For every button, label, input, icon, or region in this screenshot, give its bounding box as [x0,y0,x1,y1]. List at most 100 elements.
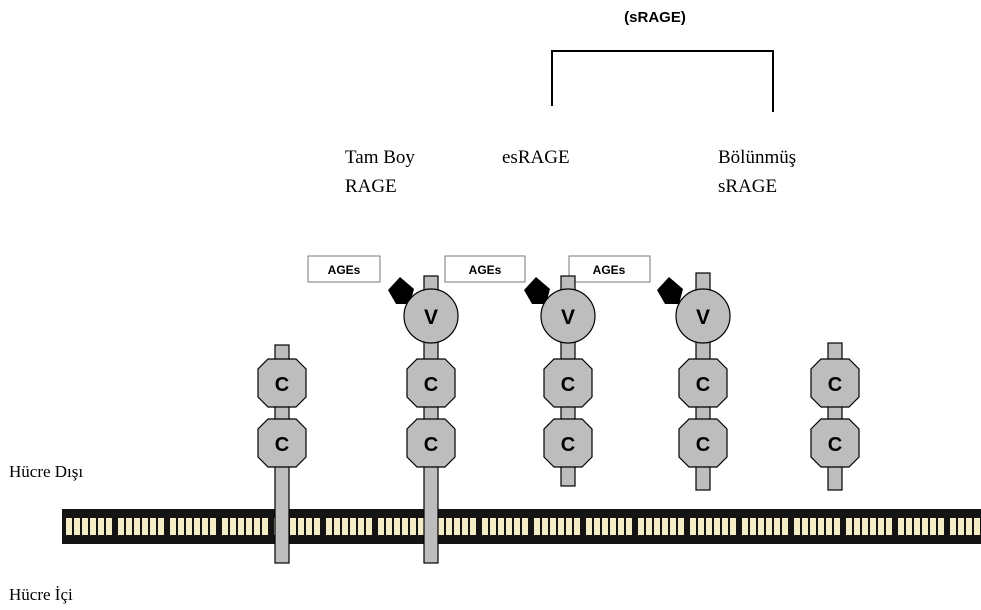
membrane-lipid [914,518,920,535]
membrane-lipid [678,518,684,535]
c-domain: C [679,359,727,407]
c-domain: C [258,419,306,467]
membrane-lipid [342,518,348,535]
membrane-lipid [522,518,528,535]
full-length-rage-label-line2: RAGE [345,176,397,197]
membrane-lipid [410,518,416,535]
membrane-lipid [186,518,192,535]
membrane-lipid [386,518,392,535]
membrane-lipid [706,518,712,535]
ages-ligand-label: AGEs [469,263,502,277]
v-domain-label: V [424,306,438,329]
c-domain: C [407,359,455,407]
membrane-lipid [394,518,400,535]
c-domain-label: C [275,434,289,456]
v-domain: V [541,289,595,343]
membrane-lipid [586,518,592,535]
membrane-lipid [730,518,736,535]
c-domain: C [258,359,306,407]
ages-ligand-1: AGEs [308,256,380,282]
membrane-lipid [534,518,540,535]
membrane-lipid [82,518,88,535]
membrane-lipid [210,518,216,535]
membrane-lipid [254,518,260,535]
membrane-lipid [594,518,600,535]
membrane-lipid [906,518,912,535]
membrane-lipid [290,518,296,535]
c-domain: C [407,419,455,467]
v-domain-label: V [696,306,710,329]
membrane-lipid [886,518,892,535]
membrane-lipid [402,518,408,535]
c-domain-label: C [561,374,575,396]
membrane-lipid [714,518,720,535]
membrane-lipid [158,518,164,535]
membrane-lipid [558,518,564,535]
membrane-lipid [782,518,788,535]
ages-ligand-label: AGEs [328,263,361,277]
membrane-lipid [150,518,156,535]
membrane-lipid [878,518,884,535]
membrane-lipid [690,518,696,535]
c-domain-label: C [424,434,438,456]
membrane-lipid [974,518,980,535]
membrane-lipid [506,518,512,535]
membrane-lipid [698,518,704,535]
membrane-lipid [462,518,468,535]
membrane-lipid [202,518,208,535]
membrane-lipid [834,518,840,535]
receptor-cc-soluble: C C [811,343,859,490]
membrane-lipid [938,518,944,535]
membrane-lipid [454,518,460,535]
membrane-lipid [646,518,652,535]
c-domain-label: C [424,374,438,396]
membrane-lipid [722,518,728,535]
membrane-lipid [178,518,184,535]
v-domain-label: V [561,306,575,329]
ages-ligand-3: AGEs [569,256,650,282]
membrane-lipid [766,518,772,535]
cleaved-srage-label-line2: sRAGE [718,176,777,197]
c-domain-label: C [275,374,289,396]
membrane-lipid [854,518,860,535]
esrage-label: esRAGE [502,147,570,168]
membrane-lipid [246,518,252,535]
receptor-esrage: V C C [541,276,595,486]
membrane-lipid [870,518,876,535]
membrane-lipid [662,518,668,535]
c-domain-label: C [828,434,842,456]
c-domain: C [811,359,859,407]
membrane-lipid [758,518,764,535]
receptor-cleaved-srage: V C C [676,273,730,490]
membrane-lipid [966,518,972,535]
membrane-lipid [802,518,808,535]
membrane-lipid [334,518,340,535]
membrane-lipid [670,518,676,535]
membrane-lipid [742,518,748,535]
membrane-lipid [958,518,964,535]
membrane-lipid [626,518,632,535]
extracellular-label: Hücre Dışı [9,462,83,481]
ages-ligand-label: AGEs [593,263,626,277]
membrane-lipid [142,518,148,535]
membrane-lipid [298,518,304,535]
membrane-lipid [618,518,624,535]
membrane-lipid [306,518,312,535]
membrane-lipid [378,518,384,535]
membrane-lipid [930,518,936,535]
membrane-lipid [262,518,268,535]
membrane-lipid [550,518,556,535]
membrane-lipid [418,518,424,535]
membrane-lipid [366,518,372,535]
membrane-lipid [638,518,644,535]
membrane-lipid [118,518,124,535]
membrane-lipid [610,518,616,535]
membrane-lipid [922,518,928,535]
membrane-lipid [514,518,520,535]
ages-ligand-2: AGEs [445,256,525,282]
membrane-lipid [134,518,140,535]
membrane-lipid [794,518,800,535]
membrane-lipid [438,518,444,535]
membrane-lipid [358,518,364,535]
c-domain-label: C [696,434,710,456]
